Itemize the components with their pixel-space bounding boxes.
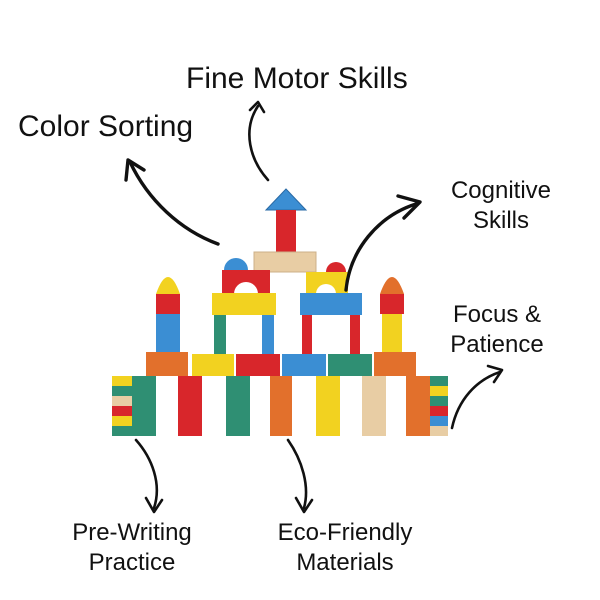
block-yellow-beam-left bbox=[212, 293, 276, 315]
arrow-focus bbox=[450, 364, 504, 430]
block-red-dome-right bbox=[326, 262, 346, 272]
block-blue-arch-left bbox=[224, 258, 248, 270]
arrow-cognitive bbox=[344, 194, 422, 292]
block-yellow-arch-right bbox=[306, 272, 348, 294]
block-orange-cone-right bbox=[380, 277, 404, 294]
arrow-fine-motor bbox=[248, 100, 270, 182]
label-cognitive-line2: Skills bbox=[472, 207, 529, 234]
block-yellow-cone-left bbox=[156, 277, 180, 294]
label-fine-motor-text: Fine Motor Skills bbox=[186, 62, 408, 95]
label-prewriting-line1: Pre-Writing bbox=[72, 519, 192, 546]
label-color-sorting-text: Color Sorting bbox=[18, 110, 194, 143]
label-fine-motor-skills: Fine Motor Skills bbox=[186, 60, 408, 98]
arrow-eco bbox=[286, 438, 314, 514]
label-eco-friendly-materials: Eco-Friendly Materials bbox=[262, 518, 428, 578]
label-cognitive-skills: Cognitive Skills bbox=[436, 176, 566, 236]
label-focus-line1: Focus & bbox=[452, 301, 542, 328]
arrow-prewriting bbox=[134, 438, 164, 514]
label-focus-line2: Patience bbox=[450, 331, 544, 358]
label-focus-patience: Focus & Patience bbox=[444, 300, 550, 360]
arrow-color-sorting bbox=[124, 158, 220, 246]
label-pre-writing-practice: Pre-Writing Practice bbox=[52, 518, 212, 578]
block-red-column-top bbox=[276, 210, 296, 254]
block-blue-beam-right bbox=[300, 293, 362, 315]
label-prewriting-line2: Practice bbox=[88, 549, 176, 576]
label-eco-line1: Eco-Friendly bbox=[277, 519, 413, 546]
block-wood-plank bbox=[253, 251, 317, 273]
label-cognitive-line1: Cognitive bbox=[450, 177, 552, 204]
label-color-sorting: Color Sorting bbox=[18, 108, 193, 146]
label-eco-line2: Materials bbox=[296, 549, 394, 576]
